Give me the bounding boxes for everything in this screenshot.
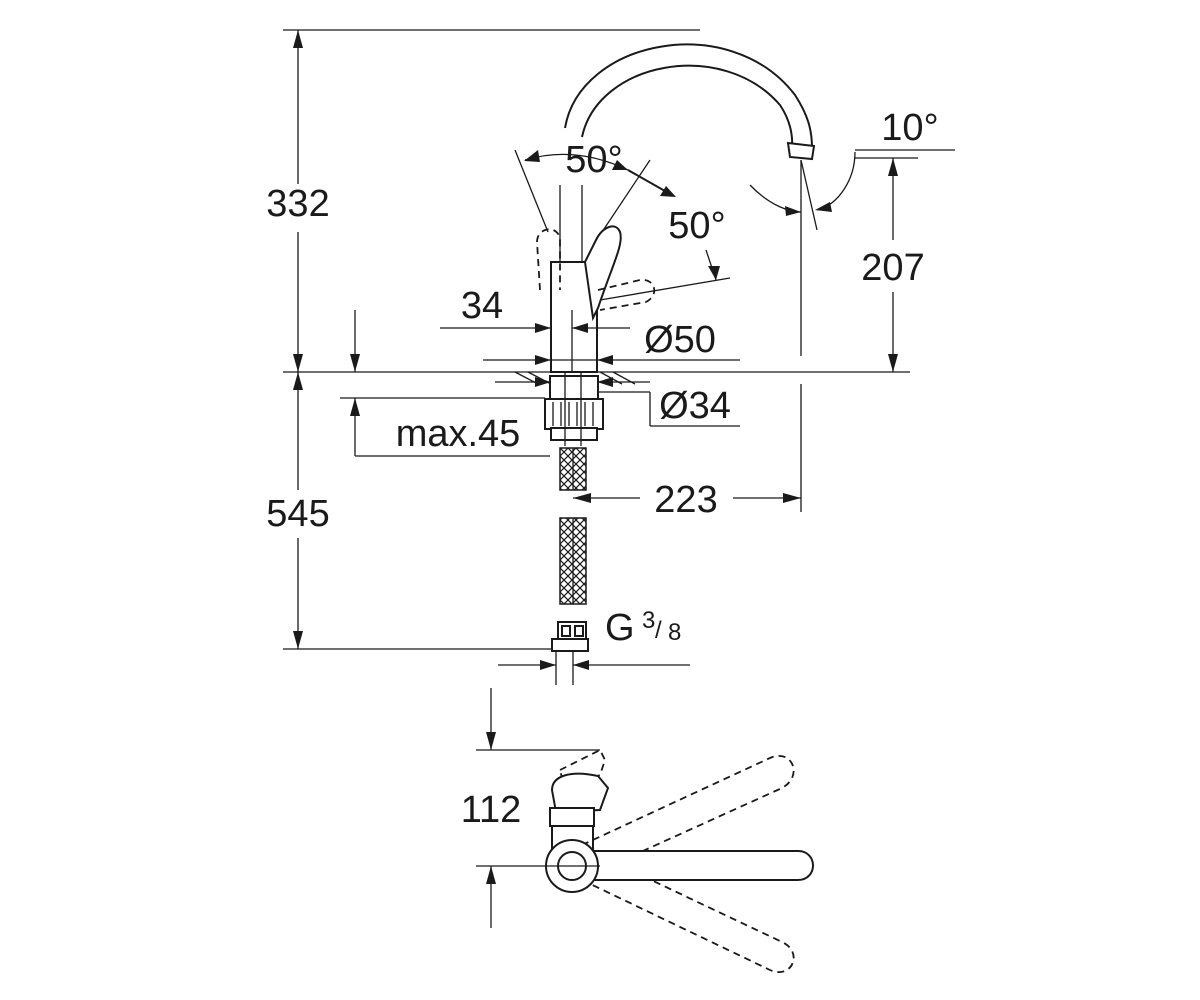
spout-swing-left	[581, 755, 795, 875]
top-view: 112	[461, 688, 814, 973]
label-112: 112	[461, 789, 522, 831]
dimension-223: 223	[573, 384, 802, 521]
label-max45: max.45	[396, 413, 521, 455]
label-g-den: 8	[668, 619, 681, 646]
spout-swing-right	[581, 851, 795, 973]
connection-fitting	[498, 621, 690, 685]
label-332: 332	[266, 183, 329, 225]
spout	[564, 43, 816, 161]
dimension-max45: max.45	[340, 310, 550, 457]
label-50deg-side: 50°	[668, 205, 725, 247]
label-34: 34	[461, 285, 503, 327]
angle-10: 10°	[749, 107, 955, 231]
label-g-num: 3	[642, 607, 655, 634]
label-50deg-top: 50°	[565, 139, 622, 181]
label-207: 207	[861, 247, 924, 289]
dimension-d34: Ø34	[535, 377, 740, 427]
label-g: G	[605, 607, 635, 649]
dimension-332: 332	[266, 29, 700, 372]
label-g-slash: /	[655, 617, 662, 644]
dimension-207: 207	[800, 157, 925, 372]
side-view: 332 545 max.45 34	[266, 29, 955, 685]
dimension-545: 545	[266, 372, 552, 650]
mounting-assembly	[495, 371, 650, 446]
supply-hoses	[559, 447, 587, 605]
lever-handle	[583, 225, 622, 322]
dimension-34: 34	[440, 285, 630, 333]
angle-50-side	[599, 249, 731, 301]
lever-top	[550, 772, 610, 814]
label-d50: Ø50	[644, 319, 716, 361]
label-223: 223	[654, 479, 717, 521]
label-d34: Ø34	[659, 385, 731, 427]
dimension-112: 112	[461, 688, 600, 928]
label-10deg: 10°	[881, 107, 938, 149]
lever-handle-side-position	[597, 279, 656, 311]
label-545: 545	[266, 493, 329, 535]
dimension-d50: Ø50	[535, 319, 716, 365]
angle-50-top	[514, 149, 676, 233]
connection-label: G 3 / 8	[605, 607, 681, 649]
spout-top	[571, 850, 814, 881]
